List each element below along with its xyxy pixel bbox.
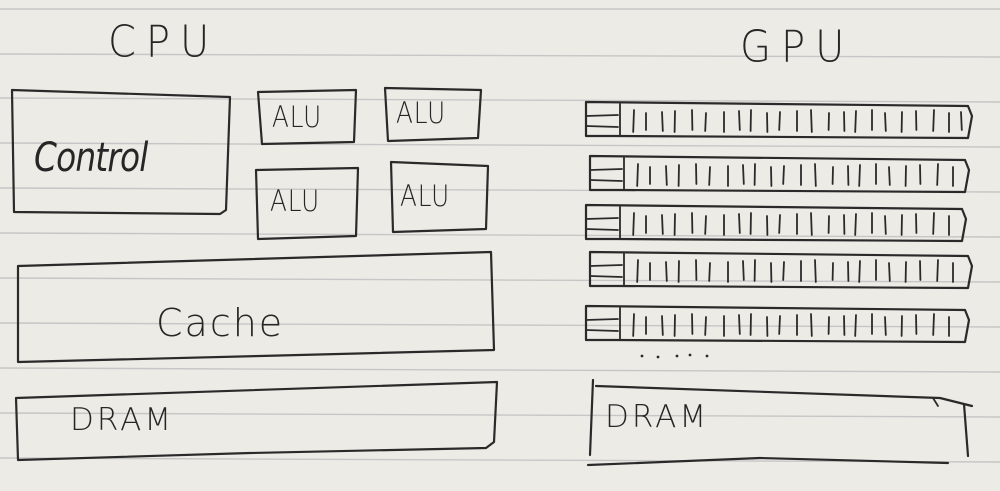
alu-label-3: ALU (270, 184, 320, 218)
cache-label: Cache (156, 301, 285, 345)
alu-box-3 (254, 166, 360, 241)
gpu-dram-tick (932, 397, 939, 407)
gpu-dram-label: DRAM (605, 399, 710, 435)
cpu-dram-label: DRAM (70, 402, 175, 438)
gpu-core-row (588, 250, 974, 290)
control-label: Control (34, 135, 148, 181)
gpu-core-array (584, 100, 974, 344)
continuation-dots (640, 353, 709, 359)
gpu-core-row (588, 154, 971, 194)
alu-box-1 (256, 88, 358, 146)
alu-box-4 (389, 160, 490, 234)
gpu-title: GPU (740, 21, 855, 73)
cache-box (16, 250, 496, 364)
control-box (10, 88, 232, 216)
gpu-core-row (584, 304, 971, 344)
alu-label-1: ALU (272, 100, 322, 134)
gpu-core-row (584, 203, 968, 243)
cpu-dram-box (14, 380, 499, 462)
gpu-dram-box (586, 378, 974, 467)
alu-box-2 (383, 86, 483, 143)
ruled-lines (0, 8, 1000, 463)
cpu-title: CPU (108, 16, 220, 68)
gpu-core-row (584, 100, 974, 140)
alu-label-4: ALU (400, 179, 450, 213)
alu-label-2: ALU (396, 96, 446, 130)
